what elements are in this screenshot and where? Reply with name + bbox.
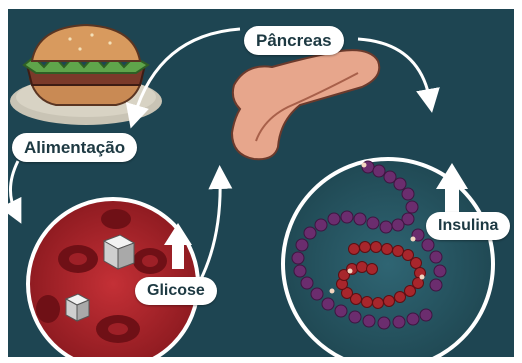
diagram-artwork bbox=[8, 9, 514, 357]
label-alimentacao: Alimentação bbox=[12, 133, 137, 162]
glucose-cube bbox=[104, 235, 134, 269]
label-glicose: Glicose bbox=[135, 277, 217, 305]
pancreas-icon bbox=[232, 50, 379, 159]
label-insulina: Insulina bbox=[426, 212, 510, 240]
burger-icon bbox=[10, 25, 162, 125]
label-pancreas: Pâncreas bbox=[244, 26, 344, 55]
glucose-cube bbox=[66, 294, 89, 321]
diagram-frame: Pâncreas Alimentação Glicose Insulina bbox=[8, 9, 514, 357]
insulin-circle bbox=[283, 159, 493, 357]
